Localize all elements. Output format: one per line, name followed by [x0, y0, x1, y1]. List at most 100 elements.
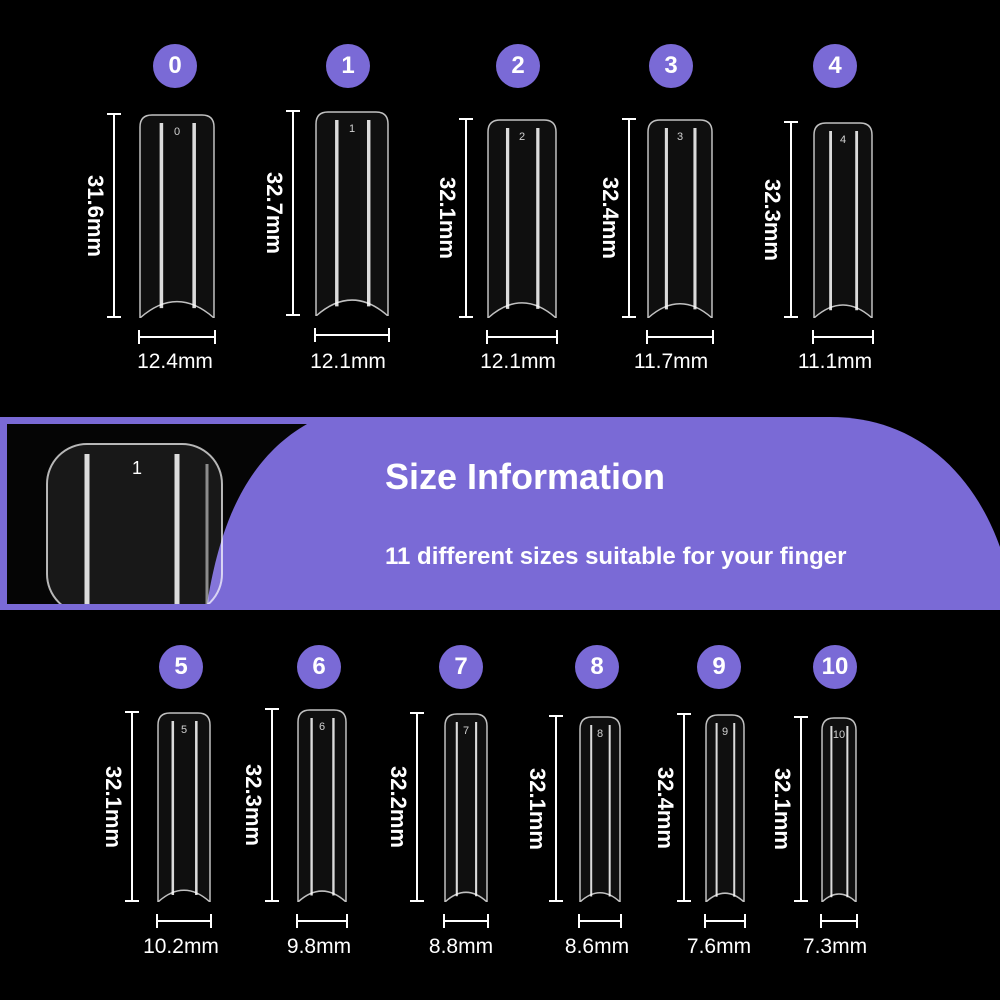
width-dimension-line [820, 920, 858, 922]
nail-tip: 2 [487, 119, 557, 318]
width-tick-left [820, 914, 822, 928]
tip-size-mark: 0 [174, 126, 180, 138]
size-badge: 0 [153, 44, 197, 88]
width-dimension-line [486, 336, 558, 338]
size-badge: 6 [297, 645, 341, 689]
size-badge: 10 [813, 645, 857, 689]
length-label: 32.1mm [770, 768, 795, 850]
tip-size-mark: 10 [833, 729, 845, 741]
length-dimension-line [113, 113, 115, 318]
length-tick-top [265, 708, 279, 710]
width-tick-right [744, 914, 746, 928]
length-dimension-line [555, 715, 557, 902]
length-tick-bottom [794, 900, 808, 902]
width-dimension-line [704, 920, 746, 922]
width-label: 12.1mm [480, 350, 556, 373]
width-label: 10.2mm [143, 935, 219, 958]
width-dimension-line [646, 336, 714, 338]
length-label: 32.4mm [653, 766, 678, 849]
length-tick-bottom [107, 316, 121, 318]
length-tick-top [794, 716, 808, 718]
width-dimension-line [812, 336, 874, 338]
width-tick-left [296, 914, 298, 928]
length-dimension-line [416, 712, 418, 902]
width-tick-left [443, 914, 445, 928]
width-tick-right [388, 328, 390, 342]
width-tick-left [704, 914, 706, 928]
closeup-nail-image: 1 [7, 424, 307, 604]
length-tick-top [549, 715, 563, 717]
width-tick-left [138, 330, 140, 344]
banner-title: Size Information [385, 456, 666, 497]
width-tick-left [646, 330, 648, 344]
length-dimension-line [131, 711, 133, 902]
length-tick-bottom [265, 900, 279, 902]
length-label: 32.1mm [101, 765, 126, 848]
tip-size-mark: 8 [597, 728, 603, 740]
width-tick-right [487, 914, 489, 928]
width-dimension-line [138, 336, 216, 338]
width-label: 8.6mm [564, 935, 630, 958]
length-tick-bottom [286, 314, 300, 316]
length-tick-top [125, 711, 139, 713]
width-tick-right [620, 914, 622, 928]
tip-size-mark: 4 [840, 134, 846, 146]
length-label: 32.1mm [525, 767, 550, 850]
length-tick-bottom [677, 900, 691, 902]
width-tick-left [578, 914, 580, 928]
length-label: 32.3mm [760, 178, 785, 261]
size-badge: 7 [439, 645, 483, 689]
length-tick-bottom [125, 900, 139, 902]
size-badge: 4 [813, 44, 857, 88]
length-tick-bottom [459, 316, 473, 318]
length-dimension-line [465, 118, 467, 318]
nail-tip: 8 [579, 716, 621, 902]
length-dimension-line [271, 708, 273, 902]
size-badge: 5 [159, 645, 203, 689]
tip-size-mark: 7 [463, 725, 469, 737]
width-label: 7.3mm [802, 935, 868, 958]
nail-tip: 6 [297, 709, 347, 902]
length-tick-top [677, 713, 691, 715]
length-tick-top [784, 121, 798, 123]
tip-size-mark: 3 [677, 131, 683, 143]
width-tick-left [314, 328, 316, 342]
width-dimension-line [156, 920, 212, 922]
size-badge: 1 [326, 44, 370, 88]
size-badge: 8 [575, 645, 619, 689]
width-tick-left [486, 330, 488, 344]
closeup-size-mark: 1 [132, 458, 142, 478]
nail-tip: 5 [157, 712, 211, 902]
length-label: 32.3mm [241, 764, 266, 846]
length-label: 32.7mm [262, 172, 287, 254]
width-label: 12.1mm [310, 350, 386, 373]
length-label: 32.1mm [435, 177, 460, 259]
length-tick-bottom [784, 316, 798, 318]
width-label: 7.6mm [686, 935, 752, 958]
width-label: 12.4mm [137, 350, 213, 373]
length-dimension-line [790, 121, 792, 318]
length-dimension-line [628, 118, 630, 318]
nail-tip: 0 [139, 114, 215, 318]
width-tick-right [556, 330, 558, 344]
length-dimension-line [292, 110, 294, 316]
tip-size-mark: 6 [319, 721, 325, 733]
length-tick-top [459, 118, 473, 120]
width-tick-right [210, 914, 212, 928]
length-tick-top [107, 113, 121, 115]
tip-size-mark: 5 [181, 724, 187, 736]
width-tick-right [346, 914, 348, 928]
nail-tip: 3 [647, 119, 713, 318]
size-badge: 3 [649, 44, 693, 88]
tip-size-mark: 2 [519, 131, 525, 143]
width-dimension-line [443, 920, 489, 922]
width-tick-right [712, 330, 714, 344]
length-tick-bottom [410, 900, 424, 902]
size-badge: 9 [697, 645, 741, 689]
nail-tip: 1 [315, 111, 389, 316]
length-tick-bottom [549, 900, 563, 902]
length-label: 32.2mm [386, 766, 411, 848]
tip-size-mark: 1 [349, 123, 355, 135]
length-dimension-line [800, 716, 802, 902]
width-tick-left [812, 330, 814, 344]
